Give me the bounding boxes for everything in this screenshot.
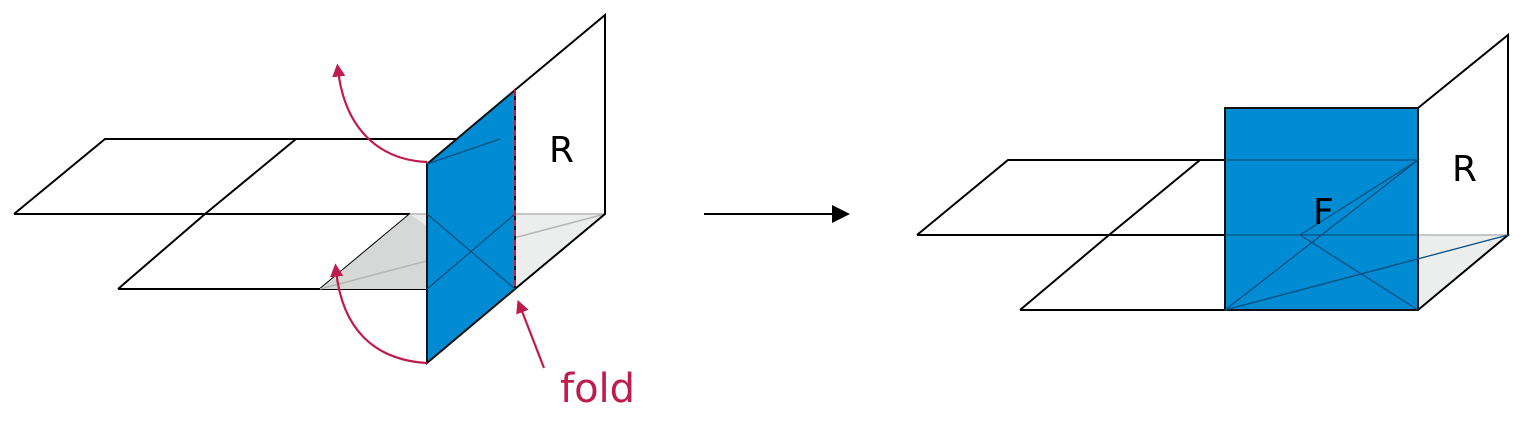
f-face-inner-lines — [1224, 159, 1509, 311]
fold-pointer-arrow — [516, 299, 546, 369]
f-face-label: F — [1313, 192, 1334, 233]
curved-arrow-icon — [332, 63, 428, 164]
upper-strip — [13, 138, 500, 215]
upper-strip-right — [916, 159, 1225, 236]
r-panel — [514, 12, 606, 290]
r-face-label: R — [549, 130, 574, 171]
right-arrow-icon — [704, 205, 850, 223]
f-face — [1224, 107, 1419, 311]
r-panel-right — [1417, 32, 1509, 311]
lower-strip-right — [1019, 234, 1225, 311]
r-face-label-right: R — [1452, 149, 1477, 190]
folding-face-inner-lines — [426, 138, 516, 290]
fold-label: fold — [560, 366, 635, 412]
right-figure: F R — [916, 32, 1510, 311]
folding-face — [426, 87, 516, 366]
left-figure: R fold — [13, 12, 635, 412]
curved-arrow-icon — [330, 263, 428, 365]
